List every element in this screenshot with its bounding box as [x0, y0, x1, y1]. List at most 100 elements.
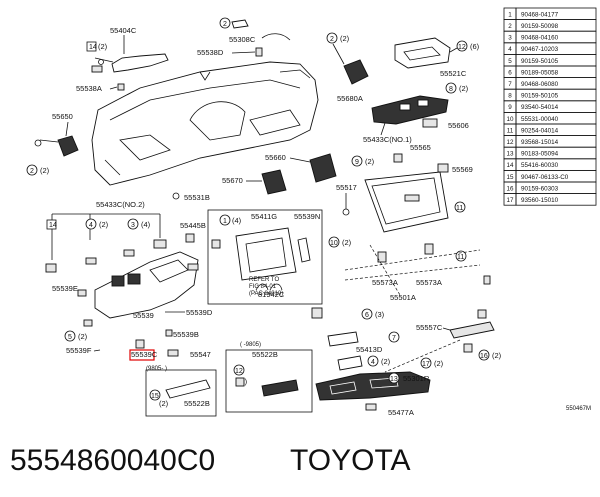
ref-table-code: 90159-50105 [521, 93, 559, 100]
ref-table-index: 8 [508, 93, 512, 100]
ref-table-index: 14 [506, 162, 514, 169]
ref-12-circle: 12 [456, 40, 468, 52]
svg-text:17: 17 [422, 361, 430, 368]
ref-8-circle: 8 [445, 82, 457, 94]
svg-text:55411G: 55411G [251, 212, 277, 221]
svg-text:55445B: 55445B [180, 221, 206, 230]
svg-text:12: 12 [235, 368, 243, 375]
svg-text:55308C: 55308C [229, 35, 256, 44]
svg-text:55565: 55565 [410, 143, 431, 152]
ref-table-code: 55416-60030 [521, 162, 559, 169]
svg-text:55606: 55606 [448, 121, 469, 130]
ref-table-index: 7 [508, 81, 512, 88]
ref-table-index: 2 [508, 23, 512, 30]
svg-text:55522B: 55522B [184, 399, 210, 408]
ref-14-circle: 14 [86, 41, 97, 52]
ref-table-code: 90467-06133-C0 [521, 174, 569, 181]
part-55433C-no2 [94, 251, 199, 319]
svg-text:55539D: 55539D [186, 308, 213, 317]
part-glove-box-55501A [364, 171, 449, 233]
svg-text:REFER TO: REFER TO [249, 277, 279, 283]
ref-table-code: 90468-04177 [521, 11, 559, 18]
svg-text:14: 14 [89, 44, 97, 51]
part-55660 [309, 153, 337, 183]
ref-table-code: 93568-15014 [521, 139, 559, 146]
ref-11-circle-b: 11 [455, 250, 467, 262]
svg-text:55539B: 55539B [173, 330, 199, 339]
ref-table-row: 7 90468-06080 [503, 77, 597, 90]
svg-text:8: 8 [449, 86, 453, 93]
svg-text:55680A: 55680A [337, 94, 363, 103]
ref-table-row: 12 93568-15014 [503, 135, 597, 148]
ref-2-circle-b: 2 [219, 17, 231, 29]
ref-4-circle-b: 4 [367, 355, 379, 367]
svg-text:FIG 84-01: FIG 84-01 [249, 284, 277, 290]
highlight-55539C [129, 349, 155, 361]
svg-text:55650: 55650 [52, 112, 73, 121]
ref-table-code: 90189-05058 [521, 69, 559, 76]
group-55522B-left [145, 369, 217, 417]
svg-text:(2): (2) [365, 157, 375, 166]
svg-text:55301R: 55301R [403, 374, 430, 383]
ref-table-code: 90468-04160 [521, 35, 559, 42]
svg-text:(2): (2) [342, 238, 352, 247]
svg-text:55539F: 55539F [66, 346, 92, 355]
ref-table-index: 9 [508, 104, 512, 111]
svg-text:55413D: 55413D [356, 345, 383, 354]
svg-text:(2): (2) [459, 84, 469, 93]
svg-text:55517: 55517 [336, 183, 357, 192]
svg-text:16: 16 [480, 353, 488, 360]
svg-text:(2): (2) [434, 359, 444, 368]
svg-text:3: 3 [131, 222, 135, 229]
svg-text:5: 5 [68, 334, 72, 341]
svg-text:55573A: 55573A [416, 278, 442, 287]
svg-text:9: 9 [355, 159, 359, 166]
svg-text:55557C: 55557C [416, 323, 443, 332]
ref-table-code: 90159-50098 [521, 23, 559, 30]
svg-text:(2): (2) [159, 399, 169, 408]
ref-13-circle: 13 [388, 372, 400, 384]
part-55680A [343, 59, 369, 85]
ref-15-circle: 15 [149, 389, 161, 401]
ref-table-code: 90467-10203 [521, 46, 559, 53]
svg-text:11: 11 [457, 254, 464, 261]
svg-text:10: 10 [330, 240, 338, 247]
svg-text:14: 14 [49, 222, 57, 229]
svg-text:55573A: 55573A [372, 278, 398, 287]
svg-text:(2): (2) [98, 42, 108, 51]
svg-text:6: 6 [365, 312, 369, 319]
svg-text:(3): (3) [375, 310, 385, 319]
ref-table-index: 12 [506, 139, 514, 146]
part-55413D [315, 371, 431, 401]
ref-10-circle: 10 [328, 236, 340, 248]
part-55411G [235, 227, 297, 281]
svg-text:55521C: 55521C [440, 69, 467, 78]
svg-text:4: 4 [89, 222, 93, 229]
ref-table-code: 90159-50105 [521, 58, 559, 65]
ref-6-circle: 6 [361, 308, 373, 320]
svg-text:55547: 55547 [190, 350, 211, 359]
ref-12-circle-b: 12 [233, 364, 245, 376]
ref-16-circle: 16 [478, 349, 490, 361]
ref-table-row: 14 55416-60030 [503, 158, 597, 171]
ref-table-code: 90468-06080 [521, 81, 559, 88]
svg-text:2: 2 [30, 168, 34, 175]
part-55650 [57, 135, 79, 157]
ref-table-index: 16 [506, 185, 514, 192]
ref-1-circle: 1 [219, 214, 231, 226]
svg-text:(PAC 84010): (PAC 84010) [249, 291, 283, 297]
ref-table-index: 1 [508, 11, 512, 18]
ref-table-index: 17 [506, 197, 514, 204]
svg-text:(2): (2) [492, 351, 502, 360]
svg-text:(9805- ): (9805- ) [146, 366, 167, 372]
group-55411G-box [207, 209, 323, 305]
ref-table-code: 90254-04014 [521, 127, 559, 134]
